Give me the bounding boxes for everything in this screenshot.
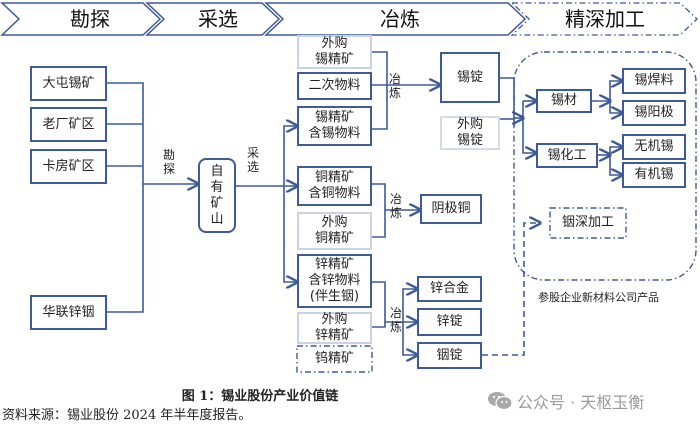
deep-indium-processing: 铟深加工 xyxy=(561,215,614,230)
deep-organic-tin: 有机锡 xyxy=(622,162,686,188)
deep-tin-solder: 锡焊料 xyxy=(622,68,686,94)
link-hualian xyxy=(107,233,144,313)
link-indium-deep xyxy=(482,223,540,356)
stage-chevron-deep-processing xyxy=(510,2,698,36)
link-copper-in xyxy=(372,183,386,238)
figure-caption: 图 1：锡业股份产业价值链 xyxy=(181,389,339,404)
tungsten-box-border xyxy=(296,345,373,373)
process-label-mining: 采 选 xyxy=(246,146,259,174)
link-mining-up xyxy=(283,126,297,186)
link-mining-down xyxy=(283,186,297,282)
watermark-text: 公众号 · 天枢玉衡 xyxy=(517,393,645,412)
input-purchased-zinc-concentrate: 外购 锌精矿 xyxy=(297,312,372,344)
output-zinc-ingot: 锌锭 xyxy=(417,308,482,336)
deep-tin-materials: 锡材 xyxy=(536,89,592,113)
stage-label-exploration: 勘探 xyxy=(70,7,110,31)
output-zinc-alloy: 锌合金 xyxy=(417,276,482,302)
link-dadun xyxy=(107,82,144,233)
process-label-smelting-copper: 冶 炼 xyxy=(389,192,402,220)
link-zinc-out-top xyxy=(402,289,417,322)
input-tin-concentrate: 锡精矿 含锡物料 xyxy=(297,106,372,146)
link-solder xyxy=(609,81,622,101)
stage-chevron-smelting xyxy=(264,2,527,36)
mine-hualian: 华联锌铟 xyxy=(30,295,107,330)
own-mine-box: 自 有 矿 山 xyxy=(198,158,236,233)
stage-label-smelting: 冶炼 xyxy=(380,7,420,31)
output-cathode-copper: 阴极铜 xyxy=(420,194,482,224)
output-purchased-tin-ingot: 外购 锡锭 xyxy=(440,116,500,150)
stage-label-mining: 采选 xyxy=(198,7,238,31)
stage-chevron-exploration xyxy=(0,2,162,36)
mine-dadun: 大屯锡矿 xyxy=(30,66,107,101)
wechat-icon xyxy=(487,391,513,411)
link-organic xyxy=(609,155,622,175)
link-anode xyxy=(609,101,622,113)
output-indium-ingot: 铟锭 xyxy=(417,342,482,369)
input-purchased-tin-concentrate: 外购 锡精矿 xyxy=(297,35,372,69)
link-tin-in1 xyxy=(372,51,388,130)
input-secondary-materials: 二次物料 xyxy=(297,72,372,100)
deep-tin-chemicals: 锡化工 xyxy=(536,143,598,168)
deep-tin-anode: 锡阳极 xyxy=(622,100,686,126)
input-copper-concentrate: 铜精矿 含铜物料 xyxy=(297,166,372,206)
deep-processing-container xyxy=(513,51,697,281)
link-inorganic xyxy=(609,147,622,155)
deep-inorganic-tin: 无机锡 xyxy=(622,134,686,160)
affiliate-product-note: 参股企业新材料公司产品 xyxy=(538,291,659,304)
mine-laochang: 老厂矿区 xyxy=(30,107,107,142)
stage-label-deep-processing: 精深加工 xyxy=(565,7,645,31)
link-to-tinchem xyxy=(522,101,536,153)
stage-header xyxy=(0,2,698,36)
source-note: 资料来源：锡业股份 2024 年半年度报告。 xyxy=(2,408,252,423)
link-zinc-in xyxy=(372,281,386,328)
watermark: 公众号 · 天枢玉衡 xyxy=(487,389,644,413)
process-label-smelting-tin: 冶 炼 xyxy=(388,72,401,100)
output-tin-ingot: 锡锭 xyxy=(440,52,500,103)
input-tungsten-concentrate: 钨精矿 xyxy=(314,351,354,366)
mine-kafang: 卡房矿区 xyxy=(30,149,107,184)
link-zinc-out-bottom xyxy=(402,322,417,355)
indium-deep-box-border xyxy=(549,207,627,239)
process-label-exploration: 勘 探 xyxy=(162,148,175,176)
input-zinc-concentrate: 锌精矿 含锌物料 (伴生铟) xyxy=(297,254,372,308)
input-purchased-copper-concentrate: 外购 铜精矿 xyxy=(297,212,372,250)
process-label-smelting-zinc: 冶 炼 xyxy=(389,306,402,334)
stage-chevron-mining xyxy=(145,2,281,36)
